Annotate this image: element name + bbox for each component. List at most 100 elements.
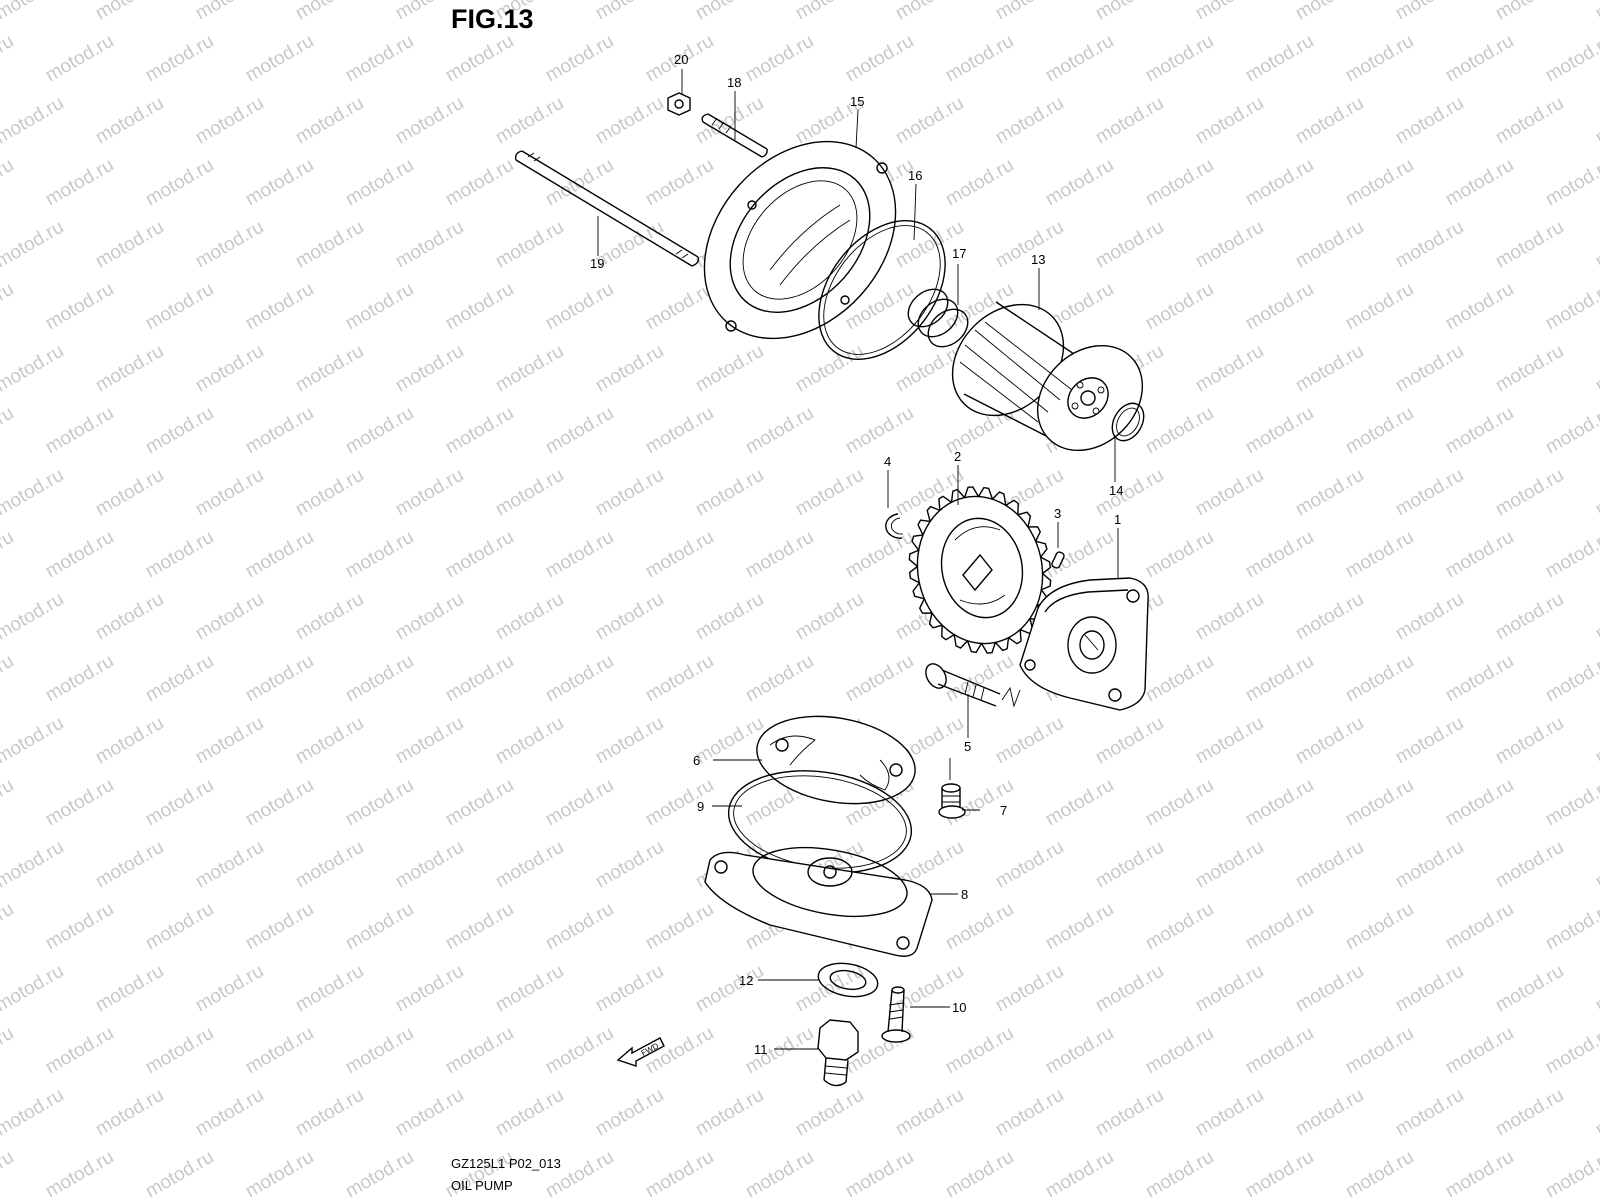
watermark-text: motod.ru [1492,93,1567,149]
watermark-text: motod.ru [192,837,267,893]
watermark-text: motod.ru [892,217,967,273]
watermark-text: motod.ru [792,1085,867,1141]
watermark-text: motod.ru [0,31,17,87]
part-19-long-stud[interactable] [514,150,700,267]
watermark-text: motod.ru [342,1023,417,1079]
watermark-text: motod.ru [1242,155,1317,211]
watermark-text: motod.ru [0,93,67,149]
watermark-text: motod.ru [842,527,917,583]
watermark-text: motod.ru [342,403,417,459]
watermark-text: motod.ru [692,93,767,149]
watermark-text: motod.ru [1042,1147,1117,1200]
part-13-oil-filter[interactable] [930,282,1163,471]
part-7-bolt[interactable] [938,758,966,819]
watermark-text: motod.ru [192,465,267,521]
watermark-text: motod.ru [1292,837,1367,893]
figure-title: FIG.13 [451,4,534,34]
watermark-text: motod.ru [892,1085,967,1141]
part-17-spring[interactable] [901,282,975,355]
part-11-drain-plug[interactable] [817,1019,859,1087]
watermark-text: motod.ru [1492,1085,1567,1141]
watermark-text: motod.ru [892,93,967,149]
watermark-text: motod.ru [142,899,217,955]
watermark-text: motod.ru [1392,837,1467,893]
part-8-oil-strainer-cap[interactable] [704,837,933,957]
watermark-text: motod.ru [1192,217,1267,273]
watermark-text: motod.ru [992,0,1067,24]
watermark-text: motod.ru [292,0,367,24]
watermark-text: motod.ru [592,93,667,149]
part-6-oil-strainer[interactable] [750,705,922,816]
watermark-text: motod.ru [392,713,467,769]
watermark-text: motod.ru [1392,93,1467,149]
part-1-oil-pump-assy[interactable] [1019,577,1149,711]
callout-11: 11 [754,1042,768,1057]
watermark-text: motod.ru [542,651,617,707]
part-4-circlip[interactable] [885,513,904,539]
part-3-pin[interactable] [1051,551,1065,569]
watermark-text: motod.ru [492,589,567,645]
watermark-text: motod.ru [1042,155,1117,211]
watermark-text: motod.ru [1392,589,1467,645]
part-5-screw[interactable] [922,660,1021,708]
watermark-text: motod.ru [342,1147,417,1200]
part-14-o-ring[interactable] [1106,398,1150,447]
part-18-short-stud[interactable] [701,113,768,158]
watermark-text: motod.ru [992,217,1067,273]
watermark-text: motod.ru [342,527,417,583]
watermark-text: motod.ru [342,775,417,831]
watermark-text: motod.ru [142,1023,217,1079]
watermark-text: motod.ru [292,713,367,769]
callout-18: 18 [727,75,741,90]
watermark-text: motod.ru [0,403,17,459]
watermark-text: motod.ru [242,155,317,211]
part-10-bolt[interactable] [881,986,911,1043]
watermark-text: motod.ru [442,775,517,831]
watermark-text: motod.ru [1492,217,1567,273]
watermark-text: motod.ru [542,527,617,583]
watermark-text: motod.ru [442,31,517,87]
watermark-text: motod.ru [542,31,617,87]
callout-15: 15 [850,94,864,109]
watermark-text: motod.ru [92,93,167,149]
watermark-text: motod.ru [1092,217,1167,273]
watermark-text: motod.ru [1342,31,1417,87]
watermark-text: motod.ru [742,527,817,583]
callout-5: 5 [964,739,971,754]
watermark-text: motod.ru [1242,651,1317,707]
watermark-text: motod.ru [292,93,367,149]
part-2-oil-pump-driven-gear[interactable] [894,474,1065,666]
watermark-text: motod.ru [1042,31,1117,87]
watermark-text: motod.ru [492,93,567,149]
watermark-text: motod.ru [192,93,267,149]
watermark-text: motod.ru [1342,403,1417,459]
watermark-text: motod.ru [1292,341,1367,397]
watermark-text: motod.ru [42,527,117,583]
watermark-text: motod.ru [792,341,867,397]
watermark-text: motod.ru [1342,775,1417,831]
watermark-text: motod.ru [1342,1023,1417,1079]
watermark-text: motod.ru [92,1085,167,1141]
watermark-text: motod.ru [192,341,267,397]
watermark-text: motod.ru [42,403,117,459]
watermark-text: motod.ru [792,465,867,521]
part-20-nut[interactable] [667,92,691,116]
watermark-text: motod.ru [1142,651,1217,707]
callout-2: 2 [954,449,961,464]
watermark-text: motod.ru [642,1147,717,1200]
watermark-text: motod.ru [1392,341,1467,397]
watermark-text: motod.ru [1592,961,1600,1017]
watermark-text: motod.ru [92,589,167,645]
watermark-text: motod.ru [642,899,717,955]
watermark-text: motod.ru [392,961,467,1017]
callout-4: 4 [884,454,891,469]
watermark-text: motod.ru [1442,403,1517,459]
part-12-gasket[interactable] [816,959,881,1001]
watermark-text: motod.ru [1392,217,1467,273]
watermark-text: motod.ru [292,961,367,1017]
part-15-oil-filter-cap[interactable] [665,103,934,376]
watermark-text: motod.ru [542,1023,617,1079]
watermark-text: motod.ru [292,217,367,273]
watermark-text: motod.ru [0,341,67,397]
